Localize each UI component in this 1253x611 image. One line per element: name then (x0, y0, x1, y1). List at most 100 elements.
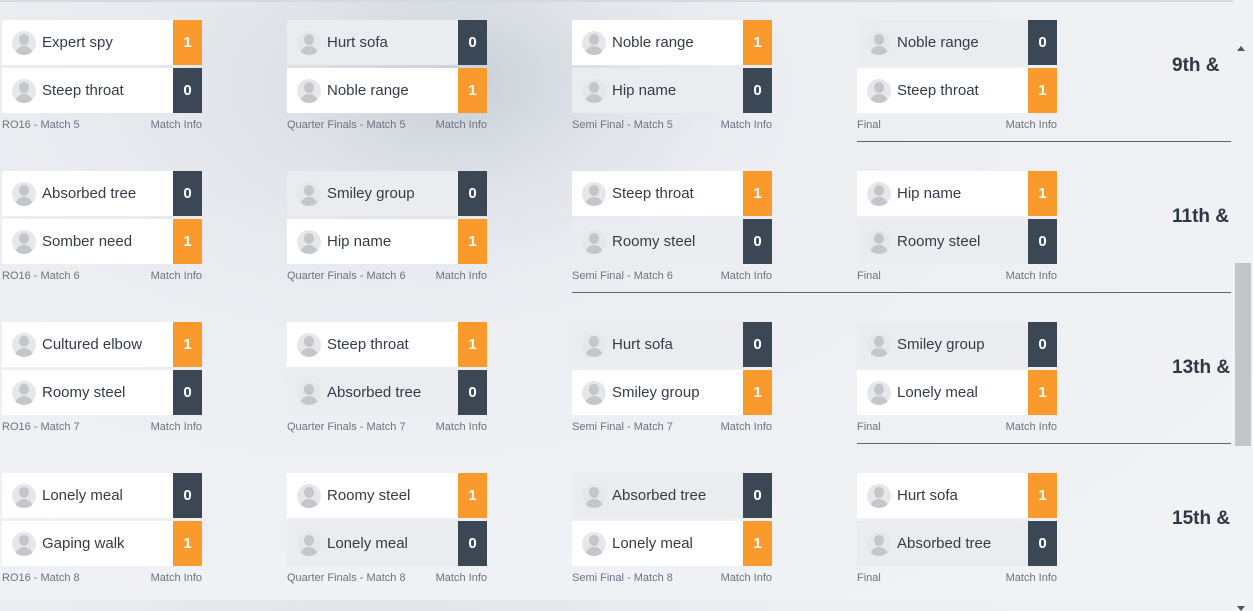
match-info-link[interactable]: Match Info (720, 119, 772, 131)
score-badge: 0 (458, 171, 487, 216)
match-info-link[interactable]: Match Info (435, 421, 487, 433)
score-badge: 0 (743, 473, 772, 518)
avatar-icon (867, 531, 891, 556)
player-name: Absorbed tree (612, 487, 707, 504)
scroll-down-arrow-icon[interactable] (1237, 606, 1245, 611)
player-name: Gaping walk (42, 535, 125, 552)
player-name: Lonely meal (327, 535, 408, 552)
player-slot[interactable]: Absorbed tree 0 (857, 521, 1057, 566)
player-name-box: Lonely meal (572, 521, 743, 566)
scroll-up-arrow-icon[interactable] (1237, 46, 1245, 51)
player-slot[interactable]: Lonely meal 0 (287, 521, 487, 566)
player-name: Noble range (612, 34, 694, 51)
score-badge: 0 (173, 473, 202, 518)
match-round-label: Quarter Finals - Match 8 (287, 572, 406, 584)
match-info-link[interactable]: Match Info (150, 421, 202, 433)
match-info-link[interactable]: Match Info (720, 572, 772, 584)
player-slot[interactable]: Noble range 1 (572, 20, 772, 65)
avatar-icon (582, 30, 606, 55)
scrollbar-thumb[interactable] (1235, 263, 1251, 446)
player-name-box: Smiley group (287, 171, 458, 216)
score-badge: 0 (1028, 521, 1057, 566)
match-info-link[interactable]: Match Info (1005, 270, 1057, 282)
player-name: Lonely meal (42, 487, 123, 504)
player-slot[interactable]: Absorbed tree 0 (572, 473, 772, 518)
player-name: Smiley group (897, 336, 985, 353)
score-badge: 1 (743, 20, 772, 65)
match-info-link[interactable]: Match Info (150, 270, 202, 282)
match-info-link[interactable]: Match Info (435, 572, 487, 584)
match-info-link[interactable]: Match Info (720, 270, 772, 282)
score-badge: 1 (458, 219, 487, 264)
score-badge: 0 (173, 171, 202, 216)
player-name: Hip name (612, 82, 677, 99)
avatar-icon (867, 229, 891, 254)
player-name-box: Noble range (287, 68, 458, 113)
match-round-label: RO16 - Match 8 (2, 572, 80, 584)
score-badge: 0 (743, 322, 772, 367)
player-name: Somber need (42, 233, 133, 250)
score-badge: 1 (173, 521, 202, 566)
avatar-icon (12, 332, 36, 357)
scrollbar[interactable] (1233, 18, 1253, 611)
match-info-link[interactable]: Match Info (720, 421, 772, 433)
player-name-box: Roomy steel (572, 219, 743, 264)
match-info-link[interactable]: Match Info (435, 119, 487, 131)
player-name: Absorbed tree (897, 535, 992, 552)
score-badge: 0 (458, 521, 487, 566)
match-info-link[interactable]: Match Info (435, 270, 487, 282)
avatar-icon (12, 229, 36, 254)
player-name: Hurt sofa (612, 336, 673, 353)
avatar-icon (582, 78, 606, 103)
player-name-box: Absorbed tree (857, 521, 1028, 566)
match-round-label: Quarter Finals - Match 7 (287, 421, 406, 433)
match-info-link[interactable]: Match Info (150, 572, 202, 584)
player-name: Hip name (897, 185, 962, 202)
match-info-link[interactable]: Match Info (1005, 572, 1057, 584)
player-slot[interactable]: Lonely meal 0 (2, 473, 202, 518)
match-info-link[interactable]: Match Info (150, 119, 202, 131)
match-info-link[interactable]: Match Info (1005, 119, 1057, 131)
match-info-link[interactable]: Match Info (1005, 421, 1057, 433)
avatar-icon (12, 78, 36, 103)
score-badge: 0 (458, 370, 487, 415)
match-caption: Quarter Finals - Match 7 Match Info (287, 421, 487, 435)
player-slot[interactable]: Gaping walk 1 (2, 521, 202, 566)
avatar-icon (297, 531, 321, 556)
player-slot[interactable]: Hurt sofa 0 (572, 322, 772, 367)
